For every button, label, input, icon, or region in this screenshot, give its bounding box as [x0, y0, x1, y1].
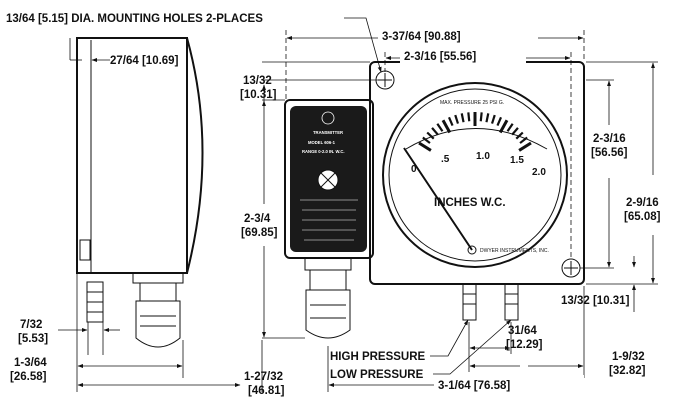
dim-port-spacing: 31/64: [508, 325, 537, 337]
gauge-label-1.5: 1.5: [510, 155, 524, 166]
gauge-ticks: [418, 112, 532, 152]
transmitter-logo: [321, 111, 335, 125]
dim-hole-offset-top: 13/32: [243, 75, 272, 87]
dim-transmitter-height: 2-3/4: [244, 213, 271, 225]
gauge-tick: [515, 131, 524, 140]
gauge-tick: [485, 113, 490, 123]
dim-side-fitting-mm: [26.58]: [10, 371, 47, 383]
gauge-tick: [422, 136, 431, 144]
dim-side-fitting: 1-3/64: [14, 357, 47, 369]
gauge-brand: DWYER INSTRUMENTS, INC.: [480, 248, 549, 254]
high-pressure-port: [462, 283, 477, 321]
dim-transmitter-height-mm: [69.85]: [241, 227, 278, 239]
gauge-tick: [479, 112, 483, 122]
high-pressure-callout: HIGH PRESSURE: [330, 351, 426, 363]
gauge-tick: [426, 131, 435, 140]
gauge-tick: [431, 127, 439, 136]
gauge-tick: [454, 114, 460, 124]
dim-bottom-span: 3-1/64 [76.58]: [438, 380, 510, 392]
low-pressure-port: [504, 283, 519, 321]
front-view: MAX. PRESSURE 25 PSI G. 0 .5 1.0 1.5 2.0…: [284, 61, 585, 339]
gauge-scale-arc: [405, 128, 548, 150]
dim-side-total: 1-27/32: [244, 371, 283, 383]
dim-side-depth: 27/64 [10.69]: [110, 55, 179, 67]
gauge-tick: [467, 112, 471, 122]
gauge-max-pressure: MAX. PRESSURE 25 PSI G.: [440, 100, 504, 106]
gauge-face: [388, 88, 562, 262]
gauge-tick: [490, 114, 496, 124]
gauge-tick: [519, 136, 528, 144]
side-latch: [79, 239, 91, 261]
gauge-tick: [518, 141, 532, 152]
gauge-label-2.0: 2.0: [532, 167, 546, 178]
side-view: [69, 37, 263, 392]
mounting-holes-callout: 13/64 [5.15] DIA. MOUNTING HOLES 2-PLACE…: [6, 13, 263, 25]
side-housing: [76, 37, 188, 274]
svg-text:TRANSMITTER: TRANSMITTER: [313, 130, 343, 135]
dim-fitting-offset-mm: [5.53]: [18, 333, 48, 345]
gauge-tick: [447, 116, 454, 127]
gauge-tick: [418, 141, 432, 152]
gauge-label-1.0: 1.0: [476, 151, 490, 162]
dim-hole-offset-bottom: 13/32 [10.31]: [561, 295, 630, 307]
gauge-tick: [460, 113, 465, 123]
svg-text:RANGE 0-2.0 IN. W.C.: RANGE 0-2.0 IN. W.C.: [302, 149, 345, 154]
dim-fitting-offset: 7/32: [20, 319, 42, 331]
gauge-tick: [506, 123, 514, 132]
gauge-label-0: 0: [411, 164, 417, 175]
dim-side-total-mm: [46.81]: [248, 385, 285, 397]
mounting-plate: [369, 61, 585, 285]
dim-port-to-edge-mm: [32.82]: [609, 365, 646, 377]
gauge-units: INCHES W.C.: [434, 197, 506, 209]
gauge-tick: [496, 116, 503, 127]
dim-hole-offset-top-mm: [10.31]: [240, 89, 277, 101]
gauge-tick: [441, 119, 452, 134]
dim-hole-spacing: 2-3/16 [55.56]: [404, 51, 476, 63]
gauge-label-0.5: .5: [441, 154, 450, 165]
gauge-tick: [511, 127, 519, 136]
gauge-tick: [436, 123, 444, 132]
side-cable-gland: [135, 300, 181, 348]
side-cover-curve: [186, 37, 204, 274]
dim-vertical-hole-spacing-mm: [56.56]: [591, 147, 628, 159]
dim-overall-height-mm: [65.08]: [624, 211, 661, 223]
svg-text:MODEL 606-1: MODEL 606-1: [308, 140, 336, 145]
low-pressure-callout: LOW PRESSURE: [330, 369, 424, 381]
dim-port-spacing-mm: [12.29]: [506, 339, 543, 351]
dim-port-to-edge: 1-9/32: [612, 351, 645, 363]
front-cable-gland: [305, 289, 351, 339]
gauge-needle: [403, 147, 473, 251]
gauge-tick: [498, 119, 509, 134]
gauge-bezel: [382, 82, 568, 268]
dim-vertical-hole-spacing: 2-3/16: [593, 133, 626, 145]
dim-overall-height: 2-9/16: [626, 197, 659, 209]
dim-overall-width: 3-37/64 [90.88]: [382, 31, 461, 43]
